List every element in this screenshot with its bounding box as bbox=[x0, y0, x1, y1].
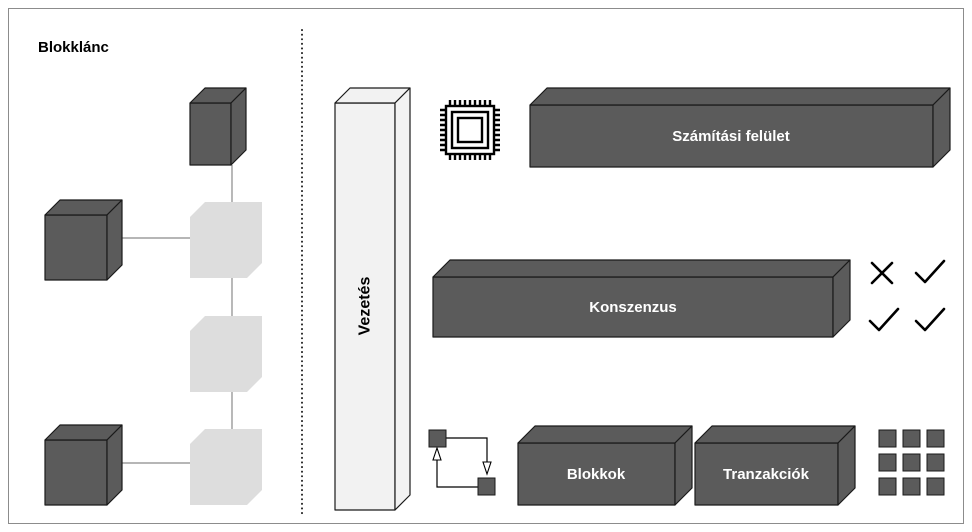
light-cube-2 bbox=[190, 316, 262, 392]
blocks-label: Blokkok bbox=[567, 466, 626, 483]
check-icon bbox=[868, 307, 900, 332]
arrow-up-icon bbox=[432, 446, 442, 461]
cube-side-face bbox=[230, 87, 247, 166]
box-side-face bbox=[674, 425, 693, 506]
box-front-face bbox=[694, 442, 839, 506]
box-top-face bbox=[694, 425, 856, 444]
transactions-layer: Tranzakciók bbox=[694, 425, 856, 506]
cube-front-face bbox=[44, 439, 108, 506]
grid-cell bbox=[926, 477, 945, 496]
grid-cell bbox=[902, 453, 921, 472]
grid-cell bbox=[878, 477, 897, 496]
cube-front-face bbox=[44, 214, 108, 281]
chip-pins bbox=[440, 100, 500, 160]
check-icon bbox=[914, 307, 946, 332]
bar-top-face bbox=[432, 259, 851, 278]
computing-surface-layer: Számítási felület bbox=[529, 87, 951, 168]
grid-cell bbox=[902, 429, 921, 448]
blocks-layer: Blokkok bbox=[517, 425, 693, 506]
column-side-face bbox=[394, 87, 411, 511]
dark-cube-top bbox=[189, 87, 247, 166]
grid-cell bbox=[878, 453, 897, 472]
governance-column: Vezetés bbox=[334, 87, 411, 511]
dark-cube-left-upper bbox=[44, 199, 123, 281]
flow-node-start bbox=[428, 429, 447, 448]
light-cube-3 bbox=[190, 429, 262, 505]
cube-side-face bbox=[106, 424, 123, 506]
blockchain-network-illustration bbox=[44, 87, 262, 506]
bar-side-face bbox=[832, 259, 851, 338]
light-cube-1 bbox=[190, 202, 262, 278]
blockchain-title: Blokklánc bbox=[38, 39, 109, 56]
cross-icon bbox=[870, 261, 894, 285]
computing-surface-label: Számítási felület bbox=[672, 128, 790, 145]
consensus-layer: Konszenzus bbox=[432, 259, 851, 338]
dark-cube-left-lower bbox=[44, 424, 123, 506]
box-side-face bbox=[837, 425, 856, 506]
bar-front-face bbox=[529, 104, 934, 168]
arrow-down-icon bbox=[482, 461, 492, 476]
grid-cell bbox=[926, 429, 945, 448]
consensus-votes bbox=[868, 259, 946, 332]
governance-label: Vezetés bbox=[357, 277, 374, 336]
transactions-label: Tranzakciók bbox=[723, 466, 810, 483]
bar-side-face bbox=[932, 87, 951, 168]
processor-chip-icon bbox=[440, 100, 500, 160]
flow-line-back bbox=[436, 460, 478, 488]
bar-top-face bbox=[529, 87, 951, 106]
grid-cell bbox=[926, 453, 945, 472]
flow-node-end bbox=[477, 477, 496, 496]
check-icon bbox=[914, 259, 946, 284]
consensus-label: Konszenzus bbox=[589, 299, 677, 316]
grid-cell bbox=[878, 429, 897, 448]
grid-cell bbox=[902, 477, 921, 496]
box-top-face bbox=[517, 425, 693, 444]
chip-core bbox=[456, 116, 484, 144]
flow-line-forward bbox=[446, 437, 488, 462]
cube-front-face bbox=[189, 102, 232, 166]
block-flow-icon bbox=[428, 429, 496, 496]
transaction-grid-icon bbox=[878, 429, 945, 496]
cube-side-face bbox=[106, 199, 123, 281]
column-front-face bbox=[334, 102, 396, 511]
